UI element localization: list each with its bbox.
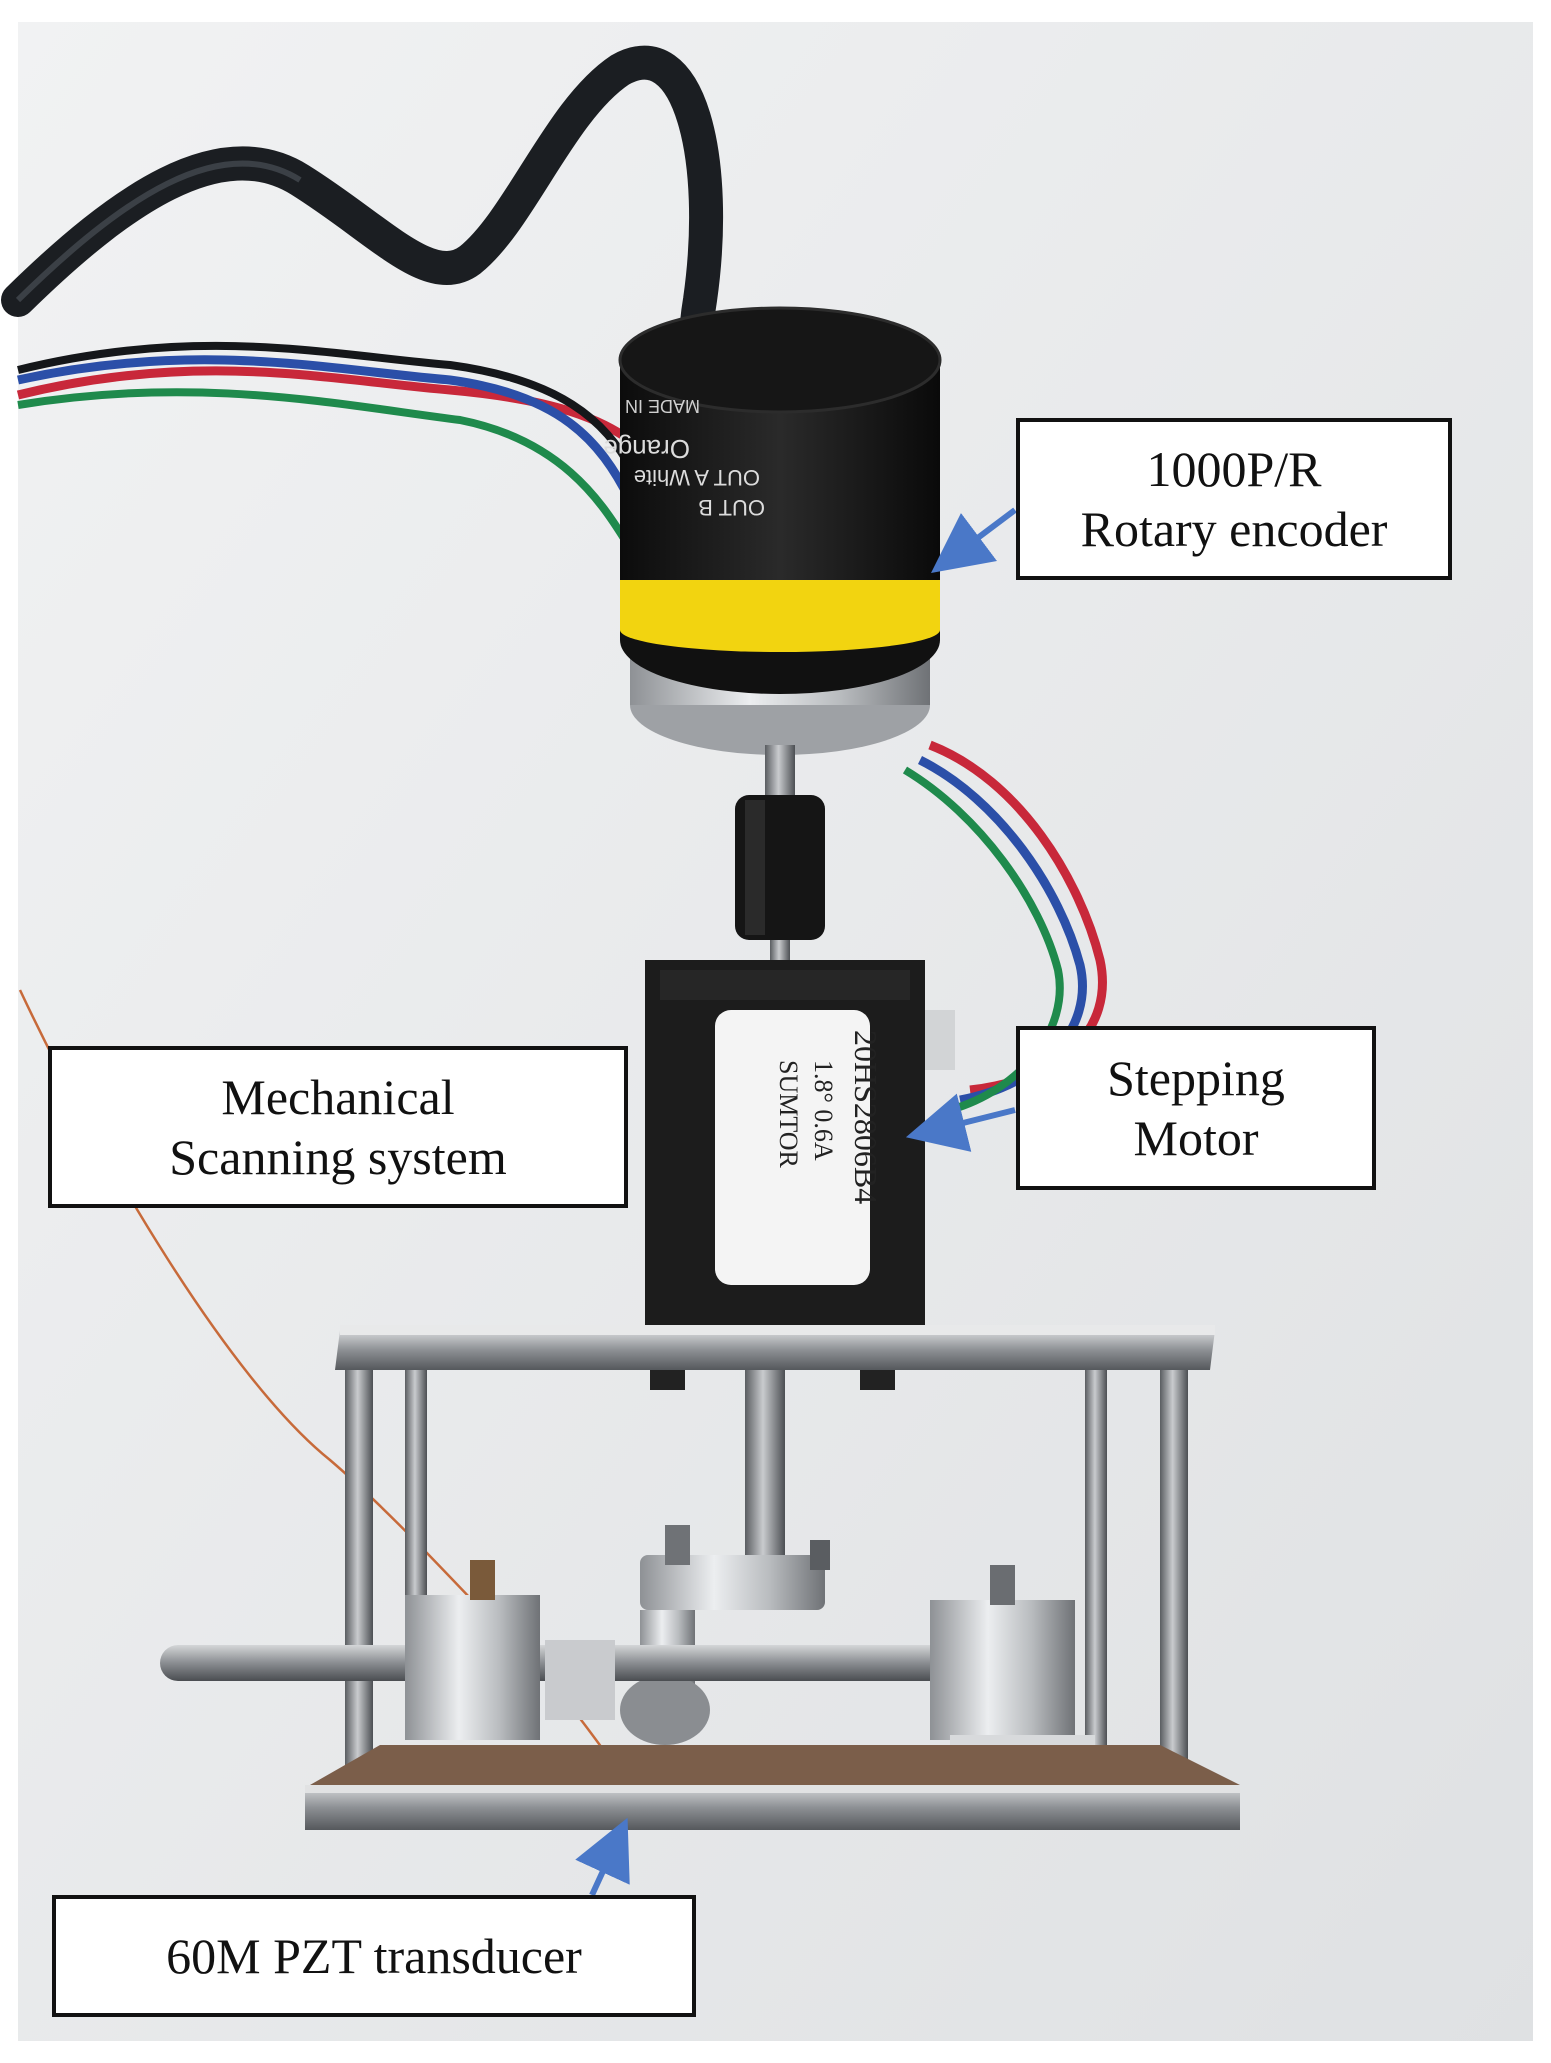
stepping-motor: 20HS2806B4 1.8° 0.6A SUMTOR <box>645 960 955 1330</box>
motor-brand-text: SUMTOR <box>774 1060 803 1169</box>
motor-model-text: 20HS2806B4 <box>848 1030 884 1204</box>
scanning-system-label: Mechanical Scanning system <box>48 1046 628 1208</box>
wire-black-left <box>17 341 636 472</box>
encoder-out-b-text: OUT B <box>698 495 765 520</box>
motor-sticker <box>715 1010 870 1285</box>
transducer-arrow <box>575 1817 630 1897</box>
motor-label-line1: Stepping <box>1107 1050 1285 1106</box>
motor-arrow <box>905 1093 1016 1152</box>
scanning-frame <box>160 1325 1240 1830</box>
motor-label-line2: Motor <box>1133 1110 1259 1166</box>
motor-label: Stepping Motor <box>1016 1026 1376 1190</box>
encoder-label: 1000P/R Rotary encoder <box>1016 418 1452 580</box>
scanning-label-line2: Scanning system <box>169 1129 507 1185</box>
encoder-arrow <box>931 507 1017 573</box>
encoder-label-line2: Rotary encoder <box>1080 501 1388 557</box>
scanning-label-line1: Mechanical <box>221 1069 455 1125</box>
encoder-white-text: White <box>634 465 690 490</box>
encoder-label-line1: 1000P/R <box>1146 441 1322 497</box>
transducer-label: 60M PZT transducer <box>52 1895 696 2017</box>
transducer-label-line1: 60M PZT transducer <box>166 1928 582 1984</box>
wire-green-left <box>17 388 629 543</box>
wire-blue-left <box>17 355 635 503</box>
rotary-encoder: OUT A OUT B White Orange MADE IN <box>603 306 942 795</box>
motor-spec-text: 1.8° 0.6A <box>809 1060 838 1161</box>
encoder-made-in-text: MADE IN <box>625 396 700 416</box>
encoder-out-a-text: OUT A <box>694 465 760 490</box>
encoder-orange-text: Orange <box>603 434 690 464</box>
